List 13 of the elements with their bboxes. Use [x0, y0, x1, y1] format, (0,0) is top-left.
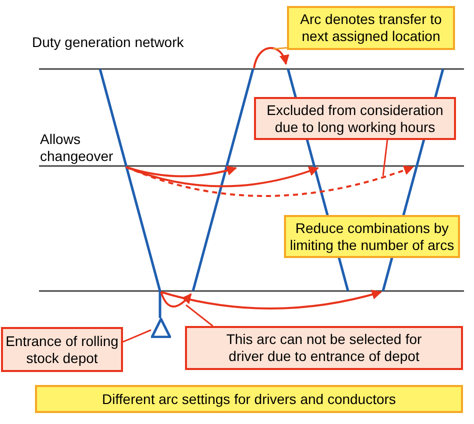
leader-line — [186, 304, 214, 327]
section-label: Allows changeover — [40, 131, 114, 165]
leader-line — [272, 47, 288, 50]
callout-box: Entrance of rolling stock depot — [1, 327, 123, 372]
section-label: Duty generation network — [32, 34, 185, 51]
callout-box: Excluded from consideration due to long working hours — [254, 97, 456, 140]
callout-box: This arc can not be selected for driver due to entrance of depot — [185, 326, 463, 370]
leader-line — [122, 329, 152, 343]
callout-box: Different arc settings for drivers and conductors — [35, 385, 463, 413]
callout-box: Reduce combinations by limiting the number of arcs — [284, 215, 460, 258]
leader-line — [382, 140, 388, 176]
callout-box: Arc denotes transfer to next assigned location — [287, 6, 455, 50]
depot-triangle — [151, 318, 171, 338]
